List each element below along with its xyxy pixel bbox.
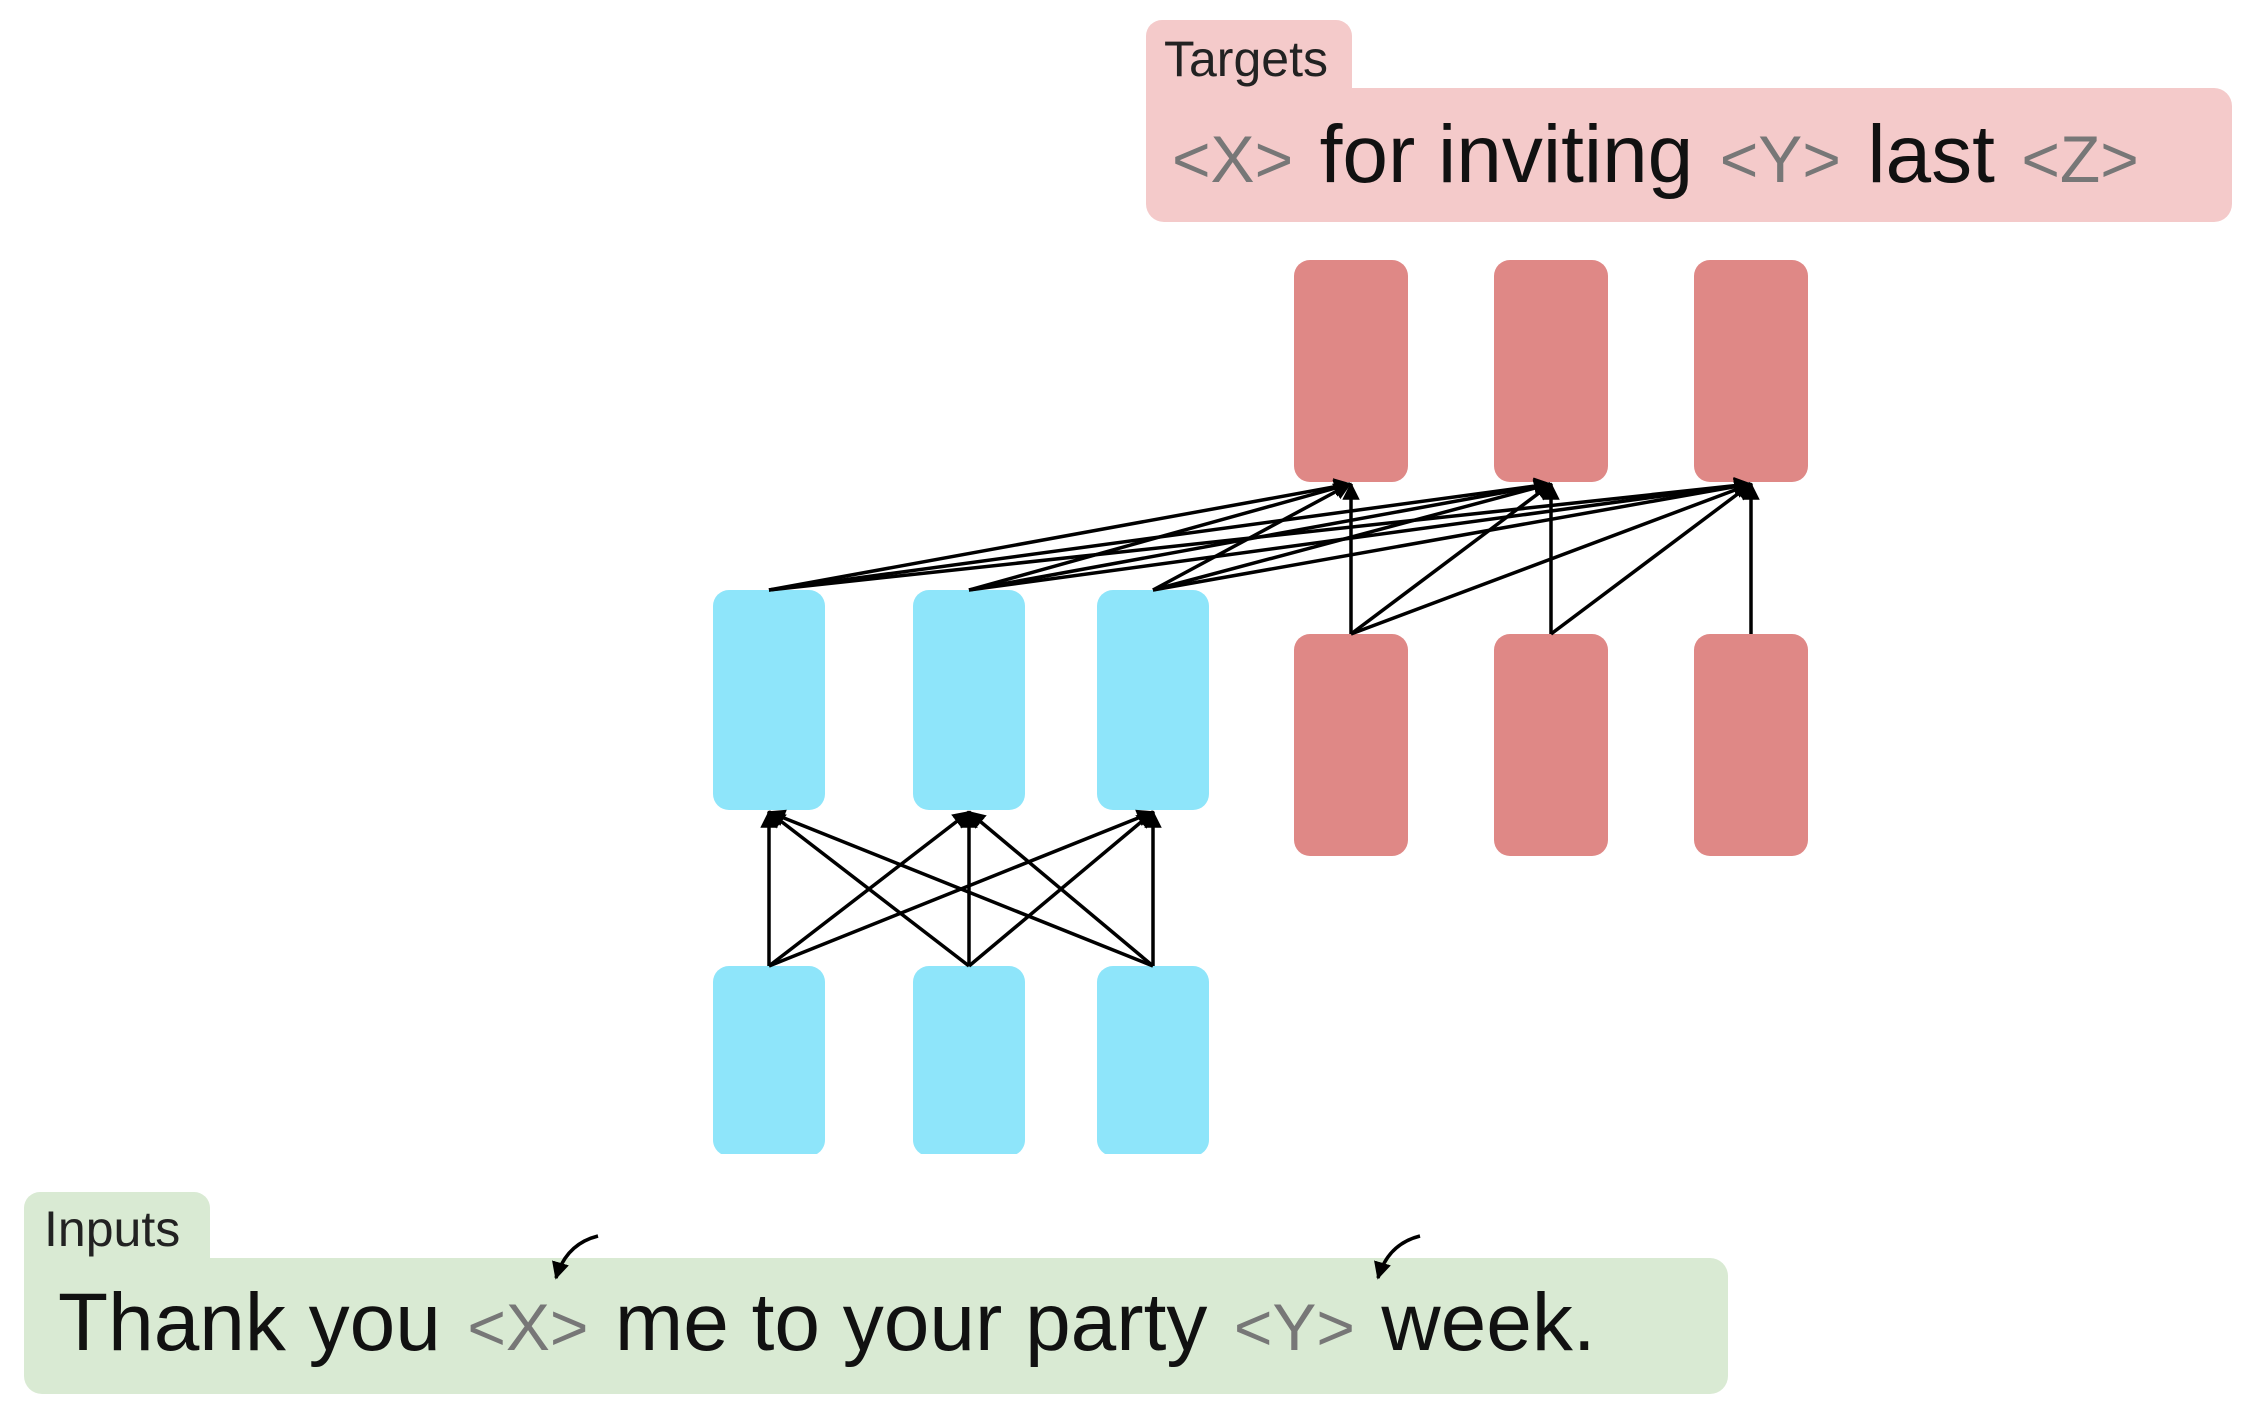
targets-label: Targets: [1164, 31, 1328, 87]
dec-arrow-2-3: [1549, 482, 1753, 636]
encoder-output-block-2: [913, 590, 1025, 810]
targets-panel: Targets <X> for inviting <Y> last <Z>: [1146, 20, 2232, 222]
cross-arrow-2-1: [968, 479, 1352, 592]
decoder-input-block-3: [1694, 634, 1808, 856]
decoder-output-block-3: [1694, 260, 1808, 482]
target-token-3: <Y>: [1720, 122, 1841, 196]
inputs-sequence: Thank you <X> me to your party <Y> week.: [58, 1277, 1596, 1368]
encoder-input-block-3: [1097, 966, 1209, 1156]
decoder-input-block-2: [1494, 634, 1608, 856]
input-token-1: Thank you: [58, 1277, 441, 1368]
target-token-4: last: [1867, 109, 1995, 200]
enc-arrow-2-1: [767, 810, 971, 968]
encoder-output-block-3: [1097, 590, 1209, 810]
dec-arrow-1-2: [1349, 482, 1553, 636]
input-token-4: <Y>: [1234, 1290, 1355, 1364]
decoder-output-block-2: [1494, 260, 1608, 482]
targets-box: [1146, 88, 2232, 222]
sentinel-y-pointer: [1374, 1234, 1421, 1280]
targets-sequence: <X> for inviting <Y> last <Z>: [1172, 109, 2139, 200]
cross-arrow-2-3: [968, 477, 1752, 592]
cross-arrow-1-1: [768, 478, 1352, 592]
decoder-causal-arrows: [1342, 481, 1760, 636]
encoder-output-block-1: [713, 590, 825, 810]
encoder-output-layer: [713, 590, 1209, 810]
crop-edge: [640, 1154, 1640, 1184]
cross-arrow-3-3: [1152, 478, 1752, 592]
target-token-1: <X>: [1172, 122, 1293, 196]
cross-arrow-3-1: [1152, 482, 1352, 592]
enc-arrow-3-2: [967, 810, 1155, 968]
cross-attention-arrows: [768, 476, 1752, 592]
encoder-input-layer: [640, 966, 1640, 1184]
decoder-input-block-1: [1294, 634, 1408, 856]
inputs-box: [24, 1258, 1728, 1394]
decoder-output-layer: [1294, 260, 1808, 482]
enc-arrow-3-1: [767, 809, 1154, 968]
sentinel-x-pointer: [552, 1234, 599, 1280]
input-token-2: <X>: [467, 1290, 588, 1364]
encoder-attention-arrows: [760, 809, 1162, 968]
input-token-5: week.: [1380, 1277, 1595, 1368]
cross-arrow-2-2: [968, 478, 1552, 592]
decoder-input-layer: [1294, 634, 1808, 856]
inputs-panel: Inputs Thank you <X> me to your party <Y…: [24, 1192, 1728, 1394]
target-token-5: <Z>: [2021, 122, 2138, 196]
input-token-3: me to your party: [615, 1277, 1207, 1368]
encoder-input-block-1: [713, 966, 825, 1156]
decoder-output-block-1: [1294, 260, 1408, 482]
encoder-input-block-2: [913, 966, 1025, 1156]
target-token-2: for inviting: [1320, 109, 1694, 200]
inputs-label: Inputs: [44, 1201, 180, 1257]
